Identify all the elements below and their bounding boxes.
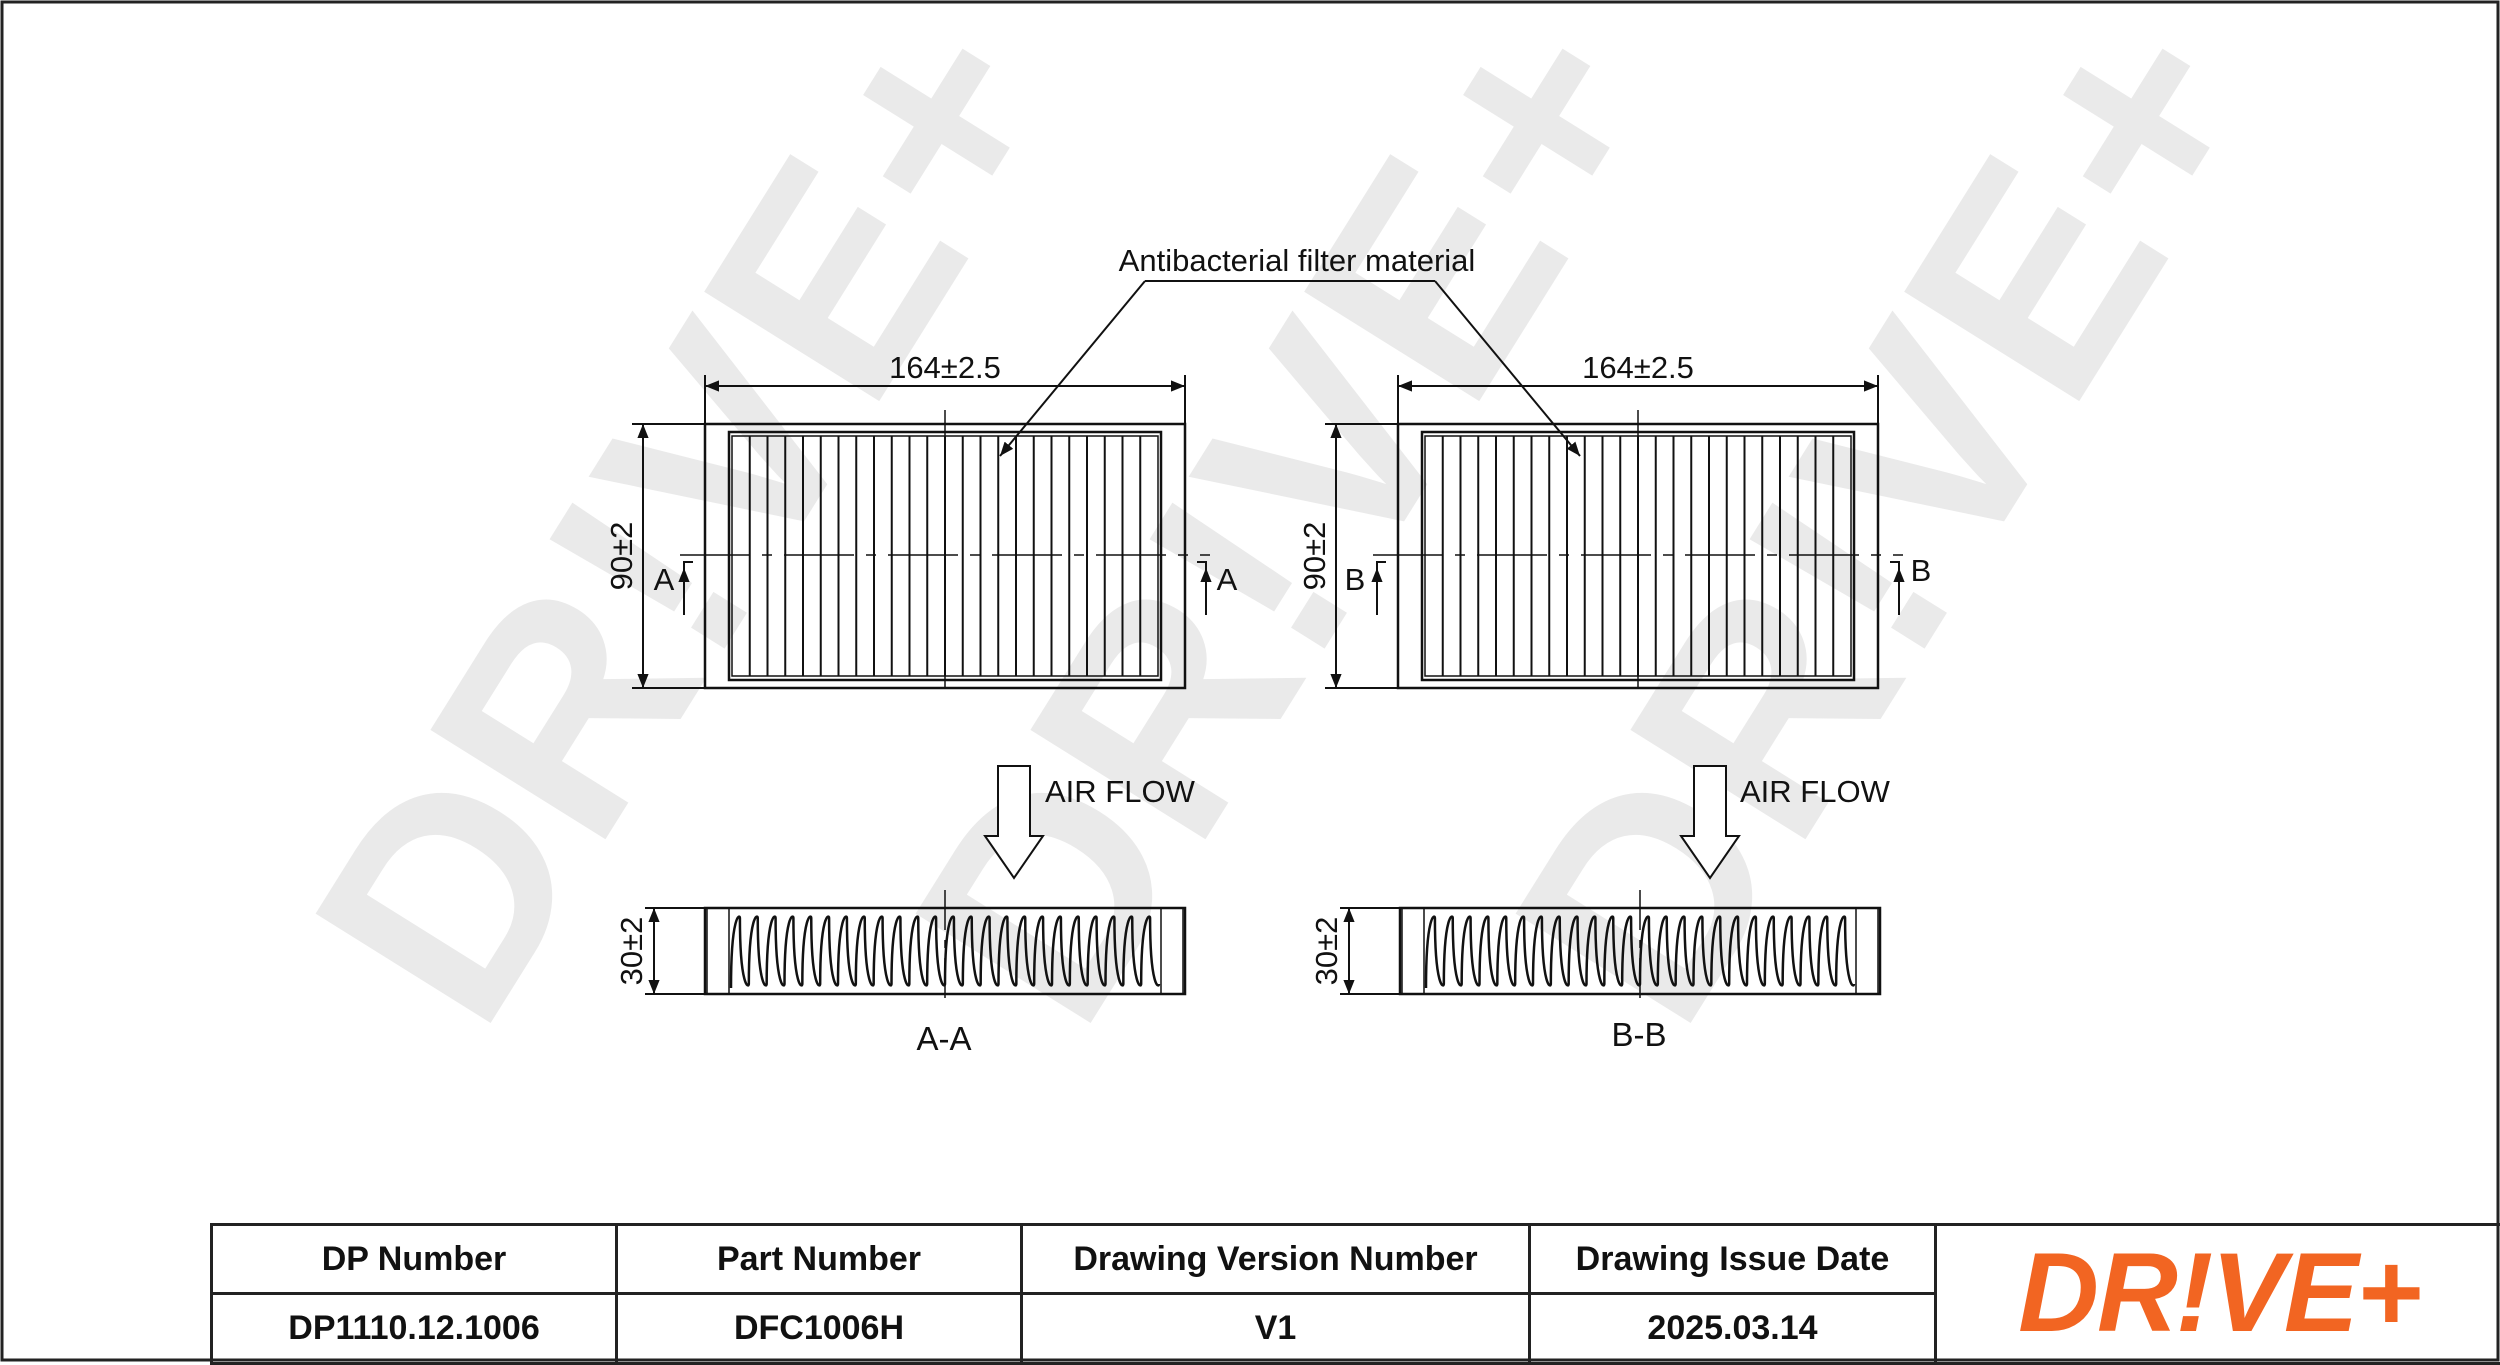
version-header: Drawing Version Number [1022,1225,1530,1294]
dp-number-header: DP Number [212,1225,617,1294]
filter-material-note: Antibacterial filter material [1119,243,1476,278]
left-airflow-label: AIR FLOW [1045,774,1196,809]
right-section-marker-b: B [1345,562,1366,597]
right-thickness-dimension [1340,908,1400,994]
brand-logo-cell: DR!VE+ [1936,1225,2500,1364]
right-height-label: 90±2 [1297,522,1332,591]
brand-logo: DR!VE+ [1949,1239,2489,1349]
left-section-marker-a: A [654,562,675,597]
right-airflow-label: AIR FLOW [1740,774,1891,809]
part-number-header: Part Number [617,1225,1022,1294]
right-width-label: 164±2.5 [1582,350,1694,385]
left-height-label: 90±2 [604,522,639,591]
version-value: V1 [1022,1294,1530,1364]
issue-date-header: Drawing Issue Date [1530,1225,1936,1294]
section-b-b-label: B-B [1611,1016,1666,1053]
brand-logo-text: DR!VE+ [2018,1239,2420,1349]
left-width-label: 164±2.5 [889,350,1001,385]
title-block: DP Number Part Number Drawing Version Nu… [210,1223,2500,1365]
dp-number-value: DP1110.12.1006 [212,1294,617,1364]
issue-date-value: 2025.03.14 [1530,1294,1936,1364]
right-thickness-label: 30±2 [1309,917,1344,986]
left-thickness-dimension [645,908,705,994]
right-section-marker-b: B [1911,553,1932,588]
left-thickness-label: 30±2 [614,917,649,986]
section-a-a-label: A-A [916,1020,971,1057]
left-section-marker-a: A [1217,562,1238,597]
watermark-group: DR!VE+ DR!VE+ DR!VE+ [249,0,2321,1074]
part-number-value: DFC1006H [617,1294,1022,1364]
